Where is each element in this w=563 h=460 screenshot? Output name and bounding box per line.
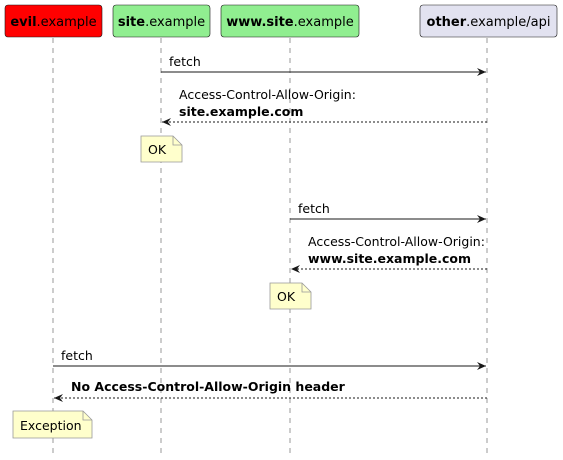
message-response-1-header: Access-Control-Allow-Origin: bbox=[179, 87, 356, 102]
svg-text:site.example: site.example bbox=[118, 15, 205, 30]
message-fetch-2: fetch bbox=[298, 201, 330, 216]
note-ok-2: OK bbox=[269, 282, 312, 310]
note-ok-2-text: OK bbox=[277, 289, 296, 304]
participant-name-rest: .example/api bbox=[466, 15, 550, 30]
message-fetch-1: fetch bbox=[169, 54, 201, 69]
svg-text:www.site.example: www.site.example bbox=[226, 15, 353, 30]
message-fetch-3: fetch bbox=[61, 348, 93, 363]
participant-name-rest: .example bbox=[294, 15, 354, 30]
participant-name-rest: .example bbox=[37, 15, 97, 30]
message-response-1-value: site.example.com bbox=[179, 104, 303, 119]
participant-www-site: www.site.example bbox=[220, 4, 360, 38]
svg-text:evil.example: evil.example bbox=[10, 15, 96, 30]
svg-text:other.example/api: other.example/api bbox=[427, 15, 551, 30]
participant-other: other.example/api bbox=[419, 4, 558, 38]
note-exception-text: Exception bbox=[20, 418, 82, 433]
participant-site: site.example bbox=[112, 4, 211, 38]
message-response-3: No Access-Control-Allow-Origin header bbox=[71, 379, 346, 394]
participant-name-rest: .example bbox=[145, 15, 205, 30]
note-ok-1: OK bbox=[140, 135, 183, 163]
participant-evil: evil.example bbox=[4, 4, 103, 38]
message-response-2-header: Access-Control-Allow-Origin: bbox=[308, 234, 485, 249]
note-exception: Exception bbox=[12, 410, 93, 439]
participant-name-bold: site bbox=[118, 15, 145, 30]
note-ok-1-text: OK bbox=[148, 142, 167, 157]
participant-name-bold: other bbox=[427, 15, 467, 30]
message-response-2-value: www.site.example.com bbox=[308, 251, 471, 266]
participant-name-bold: evil bbox=[10, 15, 36, 30]
participant-name-bold: www.site bbox=[226, 15, 294, 30]
